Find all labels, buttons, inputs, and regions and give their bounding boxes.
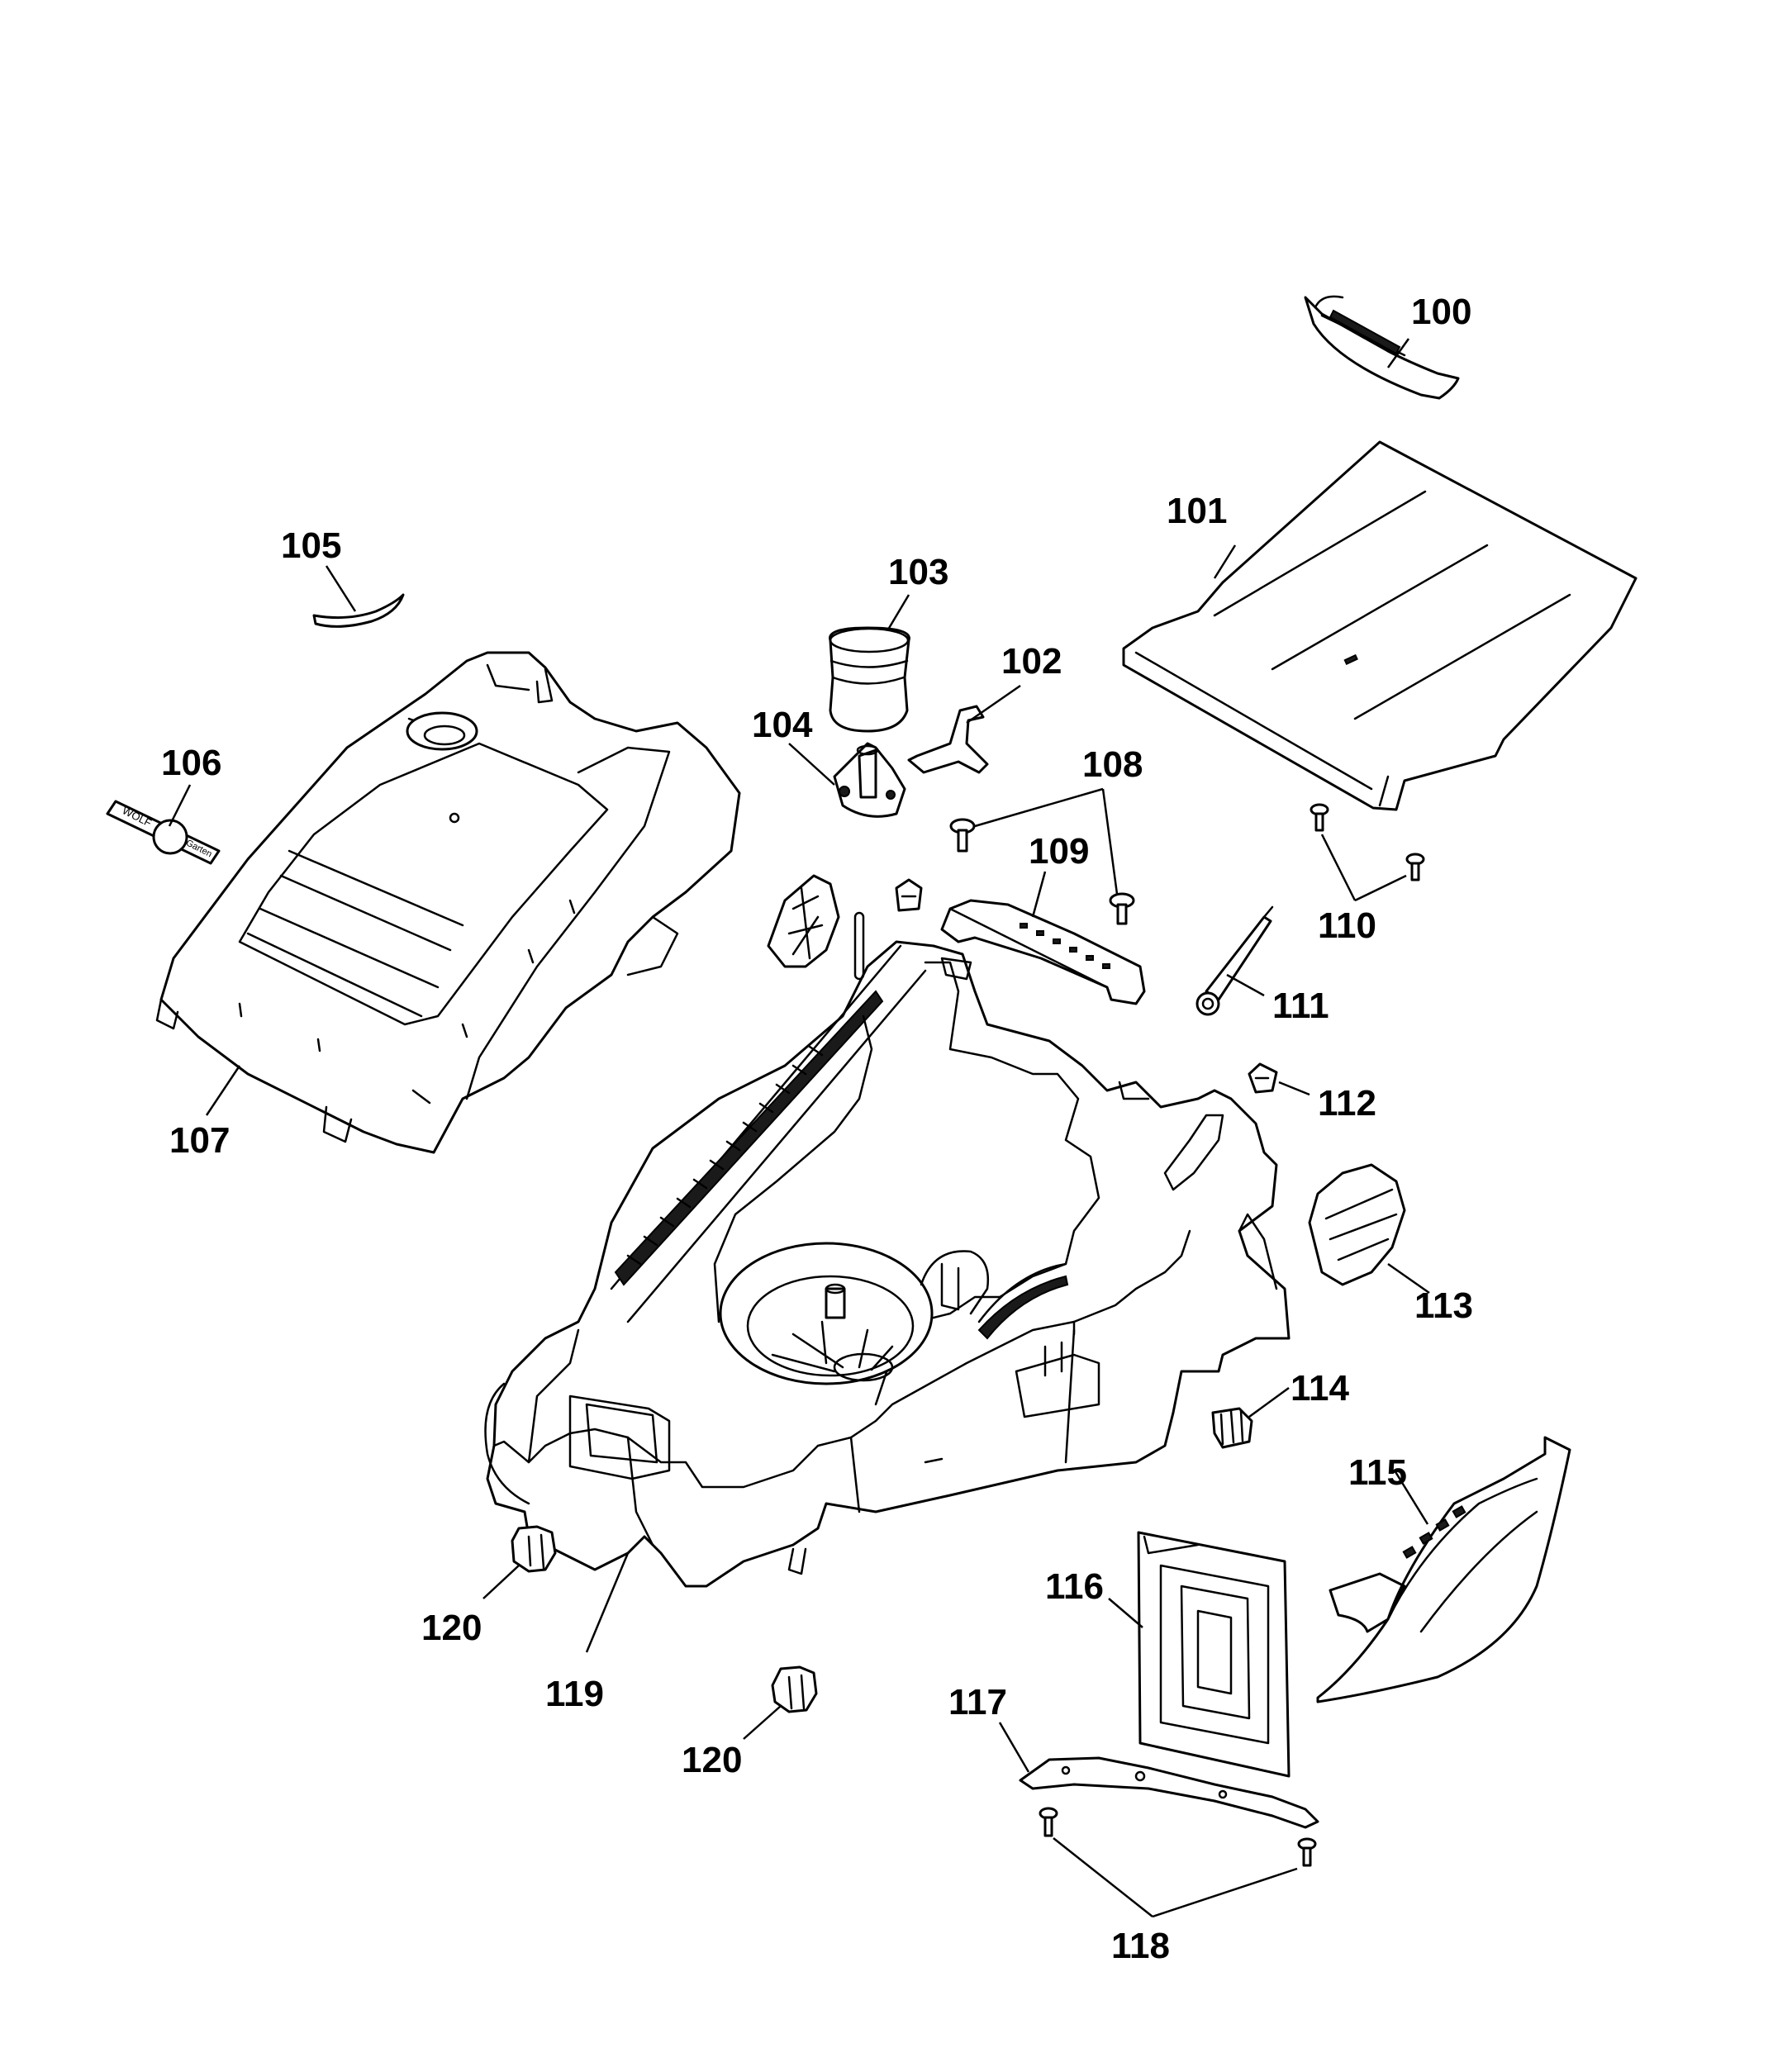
leader-110-a: [1320, 834, 1357, 901]
part-110-screw-right: [1405, 853, 1425, 881]
leader-108-a: [974, 787, 1104, 828]
callout-114: 114: [1291, 1368, 1350, 1409]
part-117-flap-bracket: [1019, 1756, 1319, 1829]
part-113-wheel-cap: [1308, 1163, 1406, 1286]
part-108-screw-right: [1109, 892, 1135, 925]
callout-107: 107: [169, 1120, 230, 1161]
callout-120-right: 120: [682, 1740, 742, 1780]
leader-119: [585, 1552, 630, 1653]
part-120-clip-left: [511, 1525, 557, 1573]
part-109-handle-bar: [940, 899, 1146, 1005]
part-118-screw-left: [1039, 1807, 1058, 1837]
leader-117: [998, 1722, 1030, 1773]
leader-109: [1031, 871, 1047, 918]
leader-113: [1387, 1262, 1430, 1295]
part-103-sleeve: [829, 626, 910, 733]
part-111-spring: [1195, 905, 1274, 1016]
leader-104: [788, 743, 835, 786]
callout-105: 105: [281, 525, 341, 566]
callout-115: 115: [1348, 1452, 1407, 1493]
leader-116: [1108, 1598, 1143, 1628]
callout-111: 111: [1272, 986, 1329, 1026]
leader-114: [1248, 1386, 1290, 1418]
callout-109: 109: [1029, 831, 1089, 872]
callout-106: 106: [161, 743, 221, 783]
part-119-mower-deck: [484, 911, 1291, 1588]
callout-104: 104: [752, 705, 813, 745]
leader-120-a: [482, 1565, 520, 1599]
part-115-discharge-chute: [1316, 1436, 1571, 1703]
part-116-side-flap: [1137, 1531, 1291, 1778]
part-108-screw-left: [949, 818, 976, 853]
callout-100: 100: [1411, 292, 1471, 332]
leader-106: [168, 784, 192, 827]
part-104-hub: [833, 742, 906, 818]
leader-112: [1278, 1081, 1310, 1096]
callout-118: 118: [1111, 1926, 1170, 1966]
part-107-top-cover: [155, 651, 741, 1154]
callout-labels: 100 101 102 103 104 105 106 107 108 109 …: [161, 292, 1473, 1966]
part-unlabeled-wheel-cap: [767, 874, 840, 968]
leader-108-b: [1101, 788, 1119, 895]
callout-116: 116: [1045, 1566, 1104, 1607]
leader-101: [1213, 544, 1237, 579]
part-110-screw-left: [1310, 803, 1329, 832]
callout-120-left: 120: [421, 1608, 482, 1648]
leader-100: [1386, 338, 1410, 368]
leader-107: [205, 1065, 241, 1116]
part-106-logo-badge: WOLF Garten: [106, 800, 221, 865]
leader-103: [886, 594, 910, 630]
callout-112: 112: [1318, 1083, 1376, 1124]
part-100-handle-grip: [1304, 295, 1460, 400]
part-101-lid: [1122, 440, 1638, 811]
leader-118-b: [1152, 1867, 1298, 1918]
callout-119: 119: [545, 1674, 604, 1714]
callout-113: 113: [1414, 1285, 1473, 1326]
leader-115: [1393, 1470, 1429, 1525]
callout-102: 102: [1001, 641, 1062, 682]
leader-lines: [168, 338, 1430, 1918]
leader-120-b: [743, 1705, 782, 1740]
part-unlabeled-clip: [895, 878, 923, 912]
callout-117: 117: [948, 1682, 1007, 1722]
callout-101: 101: [1167, 491, 1227, 531]
leader-105: [325, 565, 357, 612]
part-105-rubber-strip: [312, 593, 405, 628]
part-120-clip-right: [771, 1665, 818, 1713]
part-114-spacer: [1211, 1407, 1253, 1449]
callout-110: 110: [1318, 905, 1376, 946]
part-118-screw-right: [1297, 1837, 1317, 1867]
leader-111: [1226, 973, 1265, 997]
callout-108: 108: [1082, 744, 1143, 785]
part-112-clip: [1248, 1062, 1278, 1094]
leader-102: [966, 684, 1021, 725]
leader-110-b: [1354, 874, 1407, 902]
leader-118-a: [1053, 1837, 1153, 1917]
callout-103: 103: [888, 552, 948, 592]
